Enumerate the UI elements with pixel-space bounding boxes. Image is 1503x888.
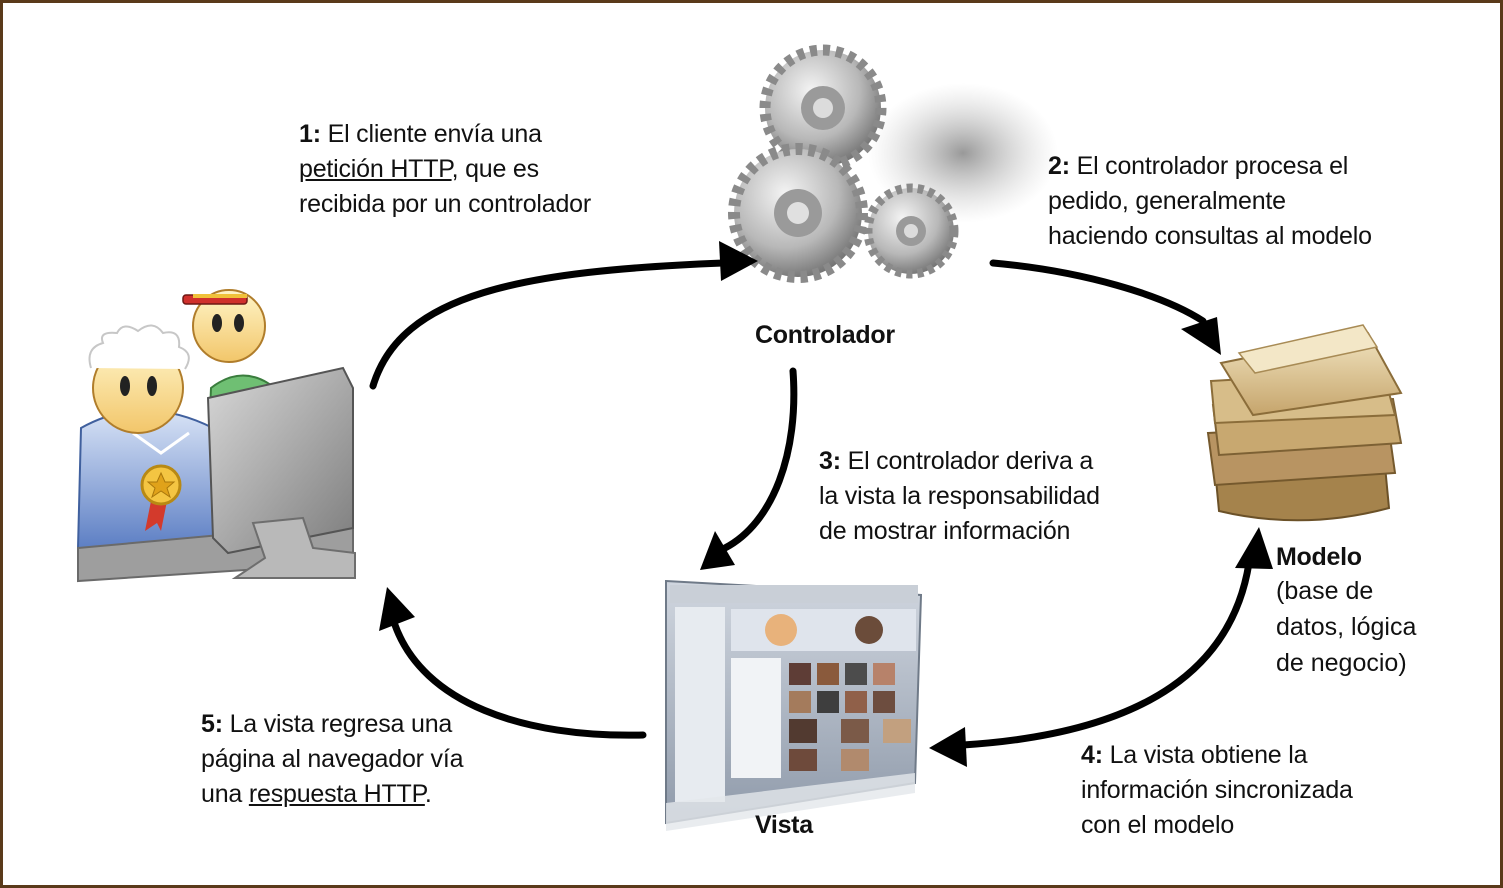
gears-icon (728, 44, 1058, 283)
step-line: una respuesta HTTP. (201, 777, 531, 812)
arrow-1-client-to-controller (369, 259, 727, 390)
step-text-fragment: la vista la responsabilidad (819, 482, 1100, 510)
step-text-fragment: El controlador procesa el (1069, 152, 1349, 180)
step-number: 4: (1081, 741, 1103, 769)
arrowhead-view (700, 531, 735, 570)
arrowhead-controller (719, 241, 758, 281)
paper-stack-icon (1206, 324, 1403, 522)
gear-small (863, 183, 959, 279)
monitor (206, 366, 356, 579)
step-line: con el modelo (1081, 808, 1441, 843)
model-description: (base de datos, lógica de negocio) (1276, 573, 1476, 681)
arrowhead-view-right (929, 727, 967, 767)
controller-label: Controlador (755, 321, 895, 349)
browser-screenshot-icon (665, 579, 923, 831)
step-2-text: 2: El controlador procesa el pedido, gene… (1048, 149, 1448, 254)
gears-shadow (868, 83, 1058, 223)
step-line: 4: La vista obtiene la (1081, 738, 1441, 773)
arrow-2-controller-to-model (989, 259, 1207, 325)
model-description-line: (base de (1276, 577, 1374, 605)
step-number: 1: (299, 120, 321, 148)
step-number: 2: (1048, 152, 1070, 180)
arrowhead-client (379, 587, 415, 631)
arrow-5-view-to-client (391, 621, 647, 739)
step-text-fragment: información sincronizada (1081, 776, 1353, 804)
step-line: recibida por un controlador (299, 187, 659, 222)
arrow-heads (379, 241, 1273, 767)
step-text-fragment: recibida por un controlador (299, 190, 591, 218)
step-text-fragment: haciendo consultas al modelo (1048, 222, 1372, 250)
arrow-3-controller-to-view (721, 367, 798, 552)
step-line: 2: El controlador procesa el (1048, 149, 1448, 184)
flow-arrows (369, 259, 1253, 749)
diagram-canvas (76, 44, 1403, 831)
step-text-fragment: , que es (451, 155, 540, 183)
window-banner (731, 609, 916, 651)
http-term-link: respuesta HTTP (248, 780, 425, 808)
step-text-fragment: página al navegador vía (201, 745, 464, 773)
gear-top (759, 44, 887, 172)
step-line: pedido, generalmente (1048, 184, 1448, 219)
step-line: petición HTTP, que es (299, 152, 659, 187)
window-sidebar (675, 607, 725, 802)
step-line: la vista la responsabilidad (819, 479, 1179, 514)
elder-user (76, 324, 220, 549)
model-description-line: de negocio) (1276, 649, 1407, 677)
step-number: 3: (819, 447, 841, 475)
step-text-fragment: una (201, 780, 249, 808)
step-text-fragment: La vista obtiene la (1102, 741, 1308, 769)
step-text-fragment: de mostrar información (819, 517, 1071, 545)
window-thumbnails (789, 663, 911, 771)
arrow-4-model-view (959, 559, 1253, 749)
step-line: página al navegador vía (201, 742, 531, 777)
step-3-text: 3: El controlador deriva a la vista la re… (819, 444, 1179, 549)
step-text-fragment: con el modelo (1081, 811, 1235, 839)
step-line: 5: La vista regresa una (201, 707, 531, 742)
window-reflection (666, 773, 915, 831)
window-list (731, 658, 781, 778)
gear-large (728, 143, 868, 283)
model-label: Modelo (1276, 543, 1362, 571)
step-line: haciendo consultas al modelo (1048, 219, 1448, 254)
step-text-fragment: . (424, 780, 432, 808)
arrowhead-model-up (1235, 527, 1273, 569)
step-text-fragment: pedido, generalmente (1048, 187, 1286, 215)
step-number: 5: (201, 710, 223, 738)
model-description-line: datos, lógica (1276, 613, 1417, 641)
http-term-link: petición HTTP (299, 155, 452, 183)
step-line: 1: El cliente envía una (299, 117, 659, 152)
window-toolbar (670, 585, 918, 603)
step-line: de mostrar información (819, 514, 1179, 549)
arrowhead-model (1181, 317, 1221, 355)
step-line: información sincronizada (1081, 773, 1441, 808)
step-text-fragment: El controlador deriva a (840, 447, 1094, 475)
step-4-text: 4: La vista obtiene la información sincro… (1081, 738, 1441, 843)
step-text-fragment: La vista regresa una (222, 710, 453, 738)
step-line: 3: El controlador deriva a (819, 444, 1179, 479)
step-5-text: 5: La vista regresa una página al navegad… (201, 707, 531, 812)
step-text-fragment: El cliente envía una (320, 120, 542, 148)
users-at-computer-icon (76, 289, 356, 583)
view-label: Vista (755, 811, 813, 839)
